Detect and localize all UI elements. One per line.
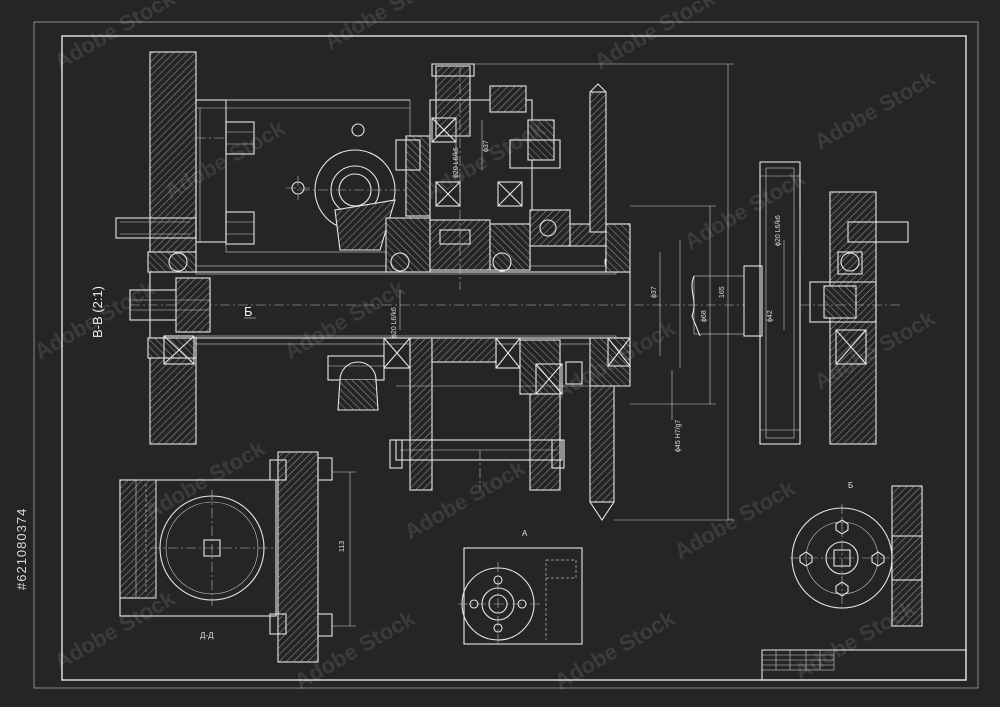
cam-detail [286, 123, 420, 251]
dim-d68: ϕ68 [701, 310, 708, 322]
view-label-b: Б [848, 481, 853, 490]
flywheel [691, 161, 801, 445]
main-section-view [115, 51, 909, 521]
dim-d45: ϕ45 H7/g7 [675, 420, 682, 452]
watermark-text: Adobe Stock [590, 0, 720, 74]
dim-d42: ϕ42 [767, 310, 774, 322]
watermark-text: Adobe Stock [50, 585, 180, 674]
view-label-dd: Д-Д [200, 631, 214, 640]
view-b: Б [790, 481, 923, 627]
view-a: А [458, 529, 583, 646]
dim-113: 113 [339, 541, 346, 552]
stock-number: #621080374 [14, 508, 29, 590]
dim-d20-a: ϕ20 L6/k6 [391, 307, 398, 338]
dim-d20-c: ϕ20 L6/k6 [775, 215, 782, 246]
section-dd-view: Д-Д [119, 451, 356, 663]
dim-d37-b: ϕ37 [651, 286, 658, 298]
nut-lower [225, 211, 255, 245]
dimension-texts: ϕ20 L6/k6 ϕ20 L6/k6 ϕ20 L6/k6 ϕ37 ϕ37 ϕ6… [339, 140, 782, 552]
dim-165: 165 [719, 286, 726, 298]
title-block [761, 649, 967, 681]
right-wall [800, 191, 909, 445]
sheet-frame [33, 21, 979, 689]
view-label-a: А [522, 529, 528, 538]
watermark-text: Adobe Stock [550, 605, 680, 694]
dim-d20-b: ϕ20 L6/k6 [453, 147, 460, 178]
watermark-text: Adobe Stock [320, 0, 450, 54]
main-shaft [130, 265, 745, 345]
arrow-label: Б [244, 304, 253, 319]
watermark-text: Adobe Stock [810, 65, 940, 154]
watermark-text: Adobe Stock [790, 595, 920, 684]
dimension-lines [244, 63, 801, 521]
nut-upper [196, 121, 255, 155]
gearbox-housing [385, 63, 631, 290]
watermark-text: Adobe Stock [670, 475, 800, 564]
section-label: B-B (2:1) [90, 286, 105, 338]
gearbox-lower [327, 337, 631, 521]
watermark-text: Adobe Stock [680, 165, 810, 254]
dim-d37-a: ϕ37 [483, 140, 490, 152]
